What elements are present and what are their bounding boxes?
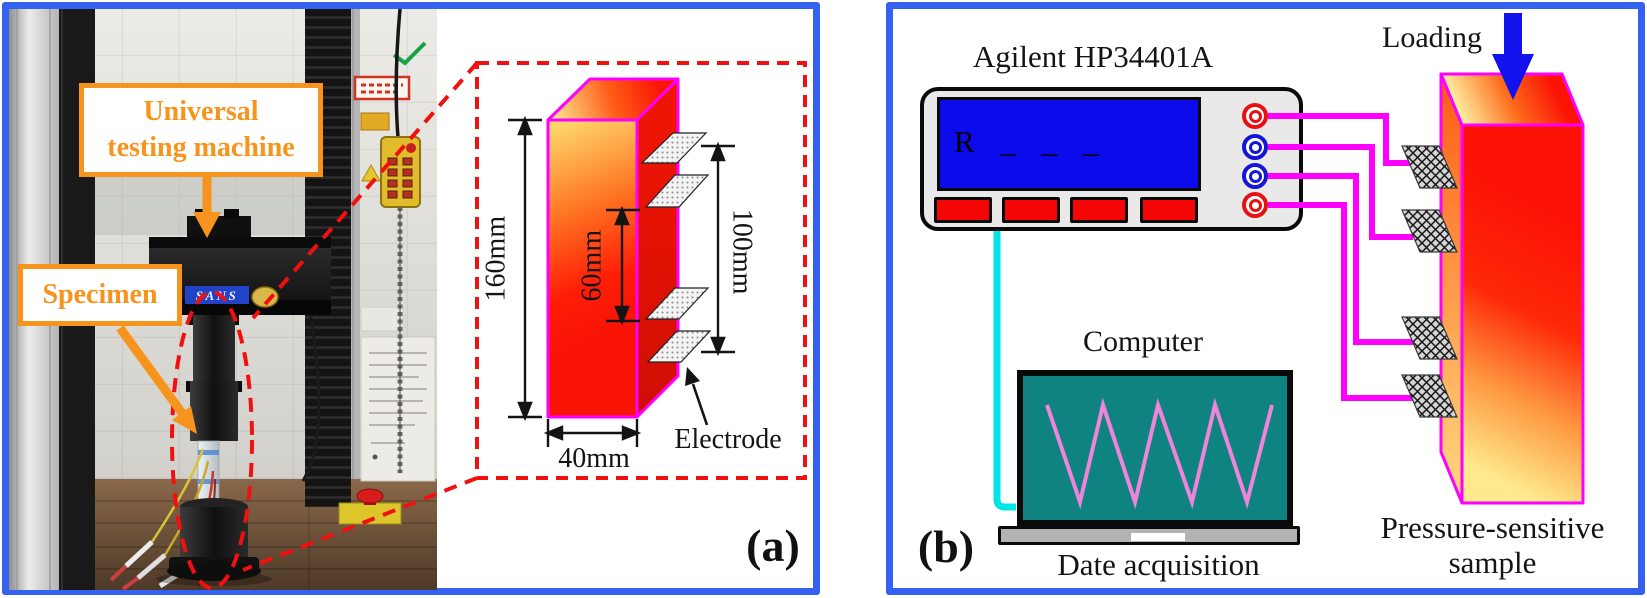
terminal-red-1 (1242, 103, 1268, 129)
machine-callout-box: Universal testing machine (79, 83, 323, 177)
dim-width-label: 40mm (558, 443, 630, 474)
acquisition-label: Date acquisition (1057, 547, 1260, 582)
loading-label: Loading (1382, 21, 1482, 54)
meter-button-1 (934, 197, 992, 223)
terminal-pin (1248, 198, 1262, 212)
machine-callout-line1: Universal (143, 96, 259, 127)
dim-outer-span-label: 100mm (726, 208, 758, 295)
meter-button-2 (1002, 197, 1060, 223)
computer-trackpad (1131, 533, 1185, 541)
instrument-title: Agilent HP34401A (972, 39, 1214, 74)
terminal-blue-2 (1242, 163, 1268, 189)
panel-a-label: (a) (746, 520, 800, 571)
terminal-pin (1248, 169, 1262, 183)
computer-label: Computer (1083, 325, 1203, 358)
sample-label: Pressure-sensitive sample (1370, 510, 1615, 580)
meter-button-4 (1140, 197, 1198, 223)
display-reading: R _ _ _ (954, 124, 1101, 159)
terminal-pin (1248, 140, 1262, 154)
terminal-red-2 (1242, 192, 1268, 218)
terminal-pin (1248, 109, 1262, 123)
sample-label-line1: Pressure-sensitive (1380, 510, 1605, 545)
panel-b-label: (b) (917, 521, 975, 572)
waveform-plot (1045, 397, 1274, 510)
machine-callout-line2: testing machine (107, 132, 295, 163)
computer-base (998, 526, 1300, 545)
multimeter-display: R _ _ _ (937, 97, 1201, 191)
electrode-label: Electrode (674, 424, 782, 455)
sample-label-line2: sample (1448, 545, 1537, 580)
computer-screen (1017, 370, 1293, 526)
dim-inner-span-label: 60mm (576, 229, 608, 302)
specimen-callout-box: Specimen (18, 264, 182, 326)
terminal-blue-1 (1242, 134, 1268, 160)
meter-button-3 (1070, 197, 1128, 223)
specimen-callout-text: Specimen (42, 279, 158, 310)
triangle-waveform (1045, 397, 1274, 510)
dim-height-label: 160mm (480, 215, 512, 302)
